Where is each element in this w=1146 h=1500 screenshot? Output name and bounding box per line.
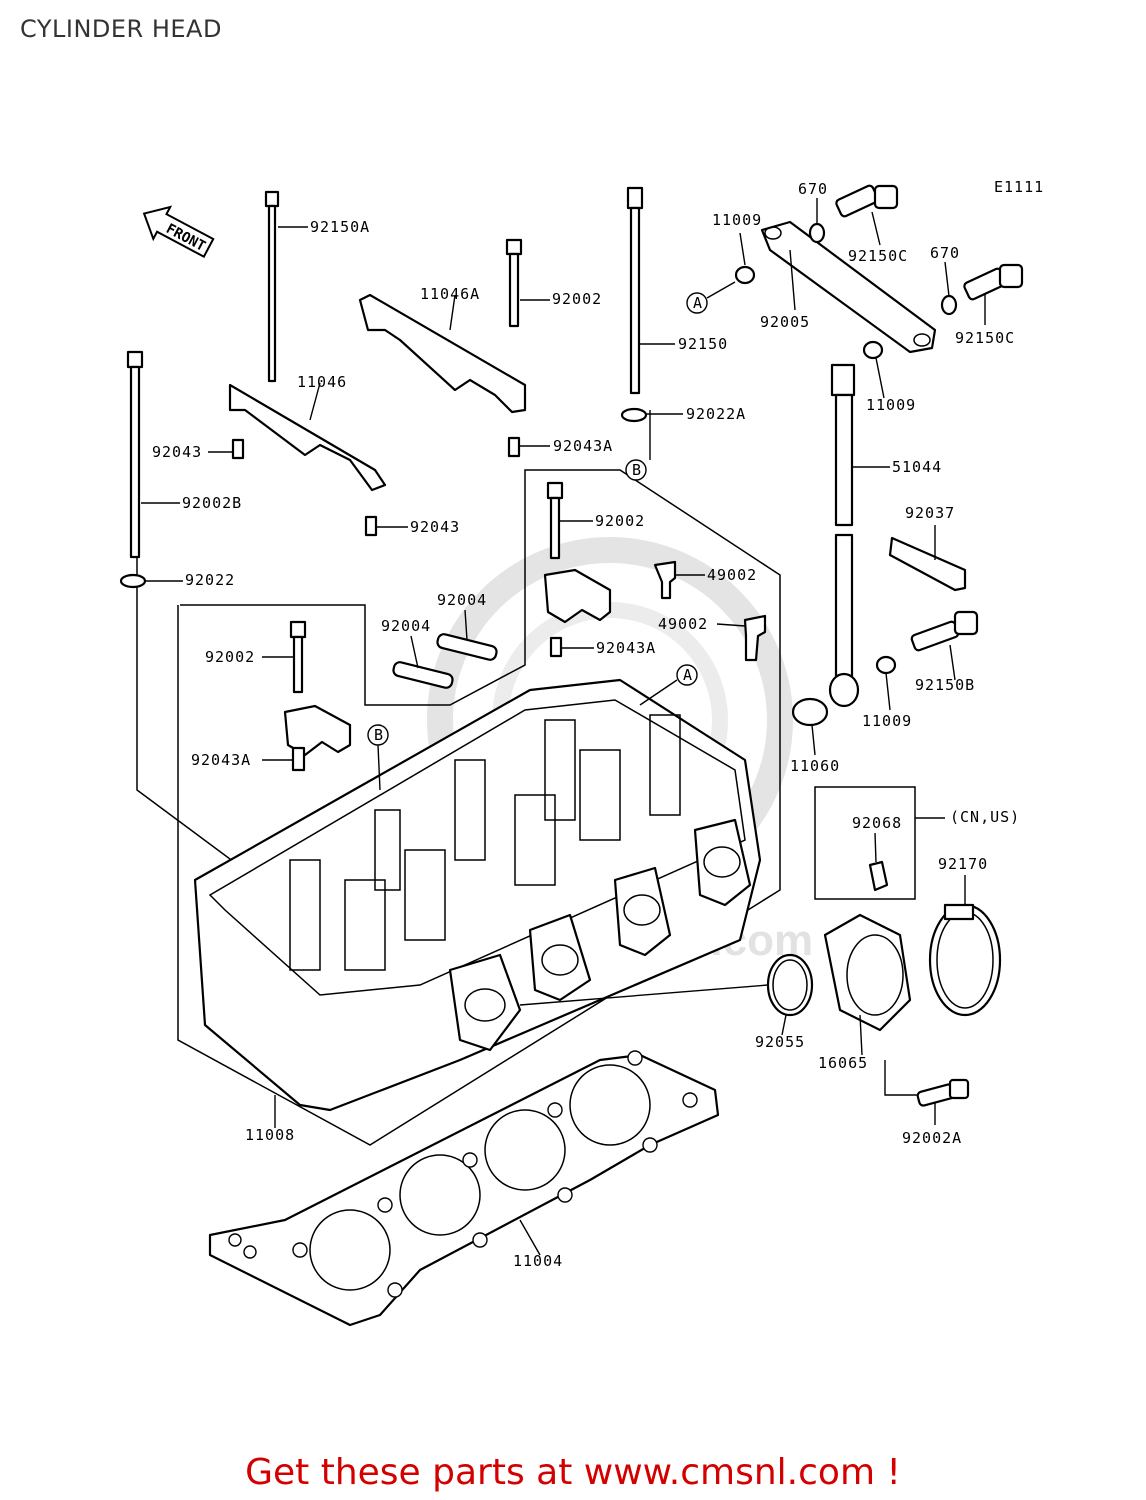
label-92150C-right: 92150C xyxy=(955,329,1015,347)
stud-92004-b xyxy=(392,661,454,689)
marker-a1: A xyxy=(686,292,708,314)
label-92055: 92055 xyxy=(755,1033,805,1051)
cylinder-head-11008 xyxy=(193,678,762,1112)
label-16065: 16065 xyxy=(818,1054,868,1072)
label-670-right: 670 xyxy=(930,244,960,262)
label-92150B: 92150B xyxy=(915,676,975,694)
stud-92004-a xyxy=(436,633,498,661)
label-49002-a: 49002 xyxy=(707,566,757,584)
svg-text:A: A xyxy=(693,294,703,312)
holder-16065 xyxy=(823,913,912,1032)
label-11009-mid: 11009 xyxy=(866,396,916,414)
label-92170: 92170 xyxy=(938,855,988,873)
clamp-92170 xyxy=(928,903,1002,1017)
label-92037: 92037 xyxy=(905,504,955,522)
marker-a2: A xyxy=(676,664,698,686)
label-670-top: 670 xyxy=(798,180,828,198)
exploded-parts-diagram: www.cmsnl.com FRONT xyxy=(119,178,1044,1327)
dowel-92043A-top xyxy=(507,436,521,458)
intake-ports xyxy=(448,818,752,1052)
label-92002A: 92002A xyxy=(902,1129,962,1147)
label-11009-top: 11009 xyxy=(712,211,762,229)
oring-92055 xyxy=(766,953,814,1017)
bolt-92002-top xyxy=(505,238,523,328)
svg-text:A: A xyxy=(683,666,693,684)
svg-text:B: B xyxy=(374,726,384,744)
dowel-92043-left xyxy=(231,438,245,460)
label-92150A: 92150A xyxy=(310,218,370,236)
bolt-92150 xyxy=(626,186,644,395)
ring-670-top xyxy=(808,222,826,244)
label-92005: 92005 xyxy=(760,313,810,331)
cylinder-head-group-outline xyxy=(177,469,781,1146)
marker-b2: B xyxy=(367,724,389,746)
washer-11009-top xyxy=(734,265,756,285)
label-11060: 11060 xyxy=(790,757,840,775)
banjo-plate-92005 xyxy=(760,220,937,354)
label-11046A: 11046A xyxy=(420,285,480,303)
bolt-92150C-top xyxy=(835,184,899,218)
label-92043A-center: 92043A xyxy=(596,639,656,657)
cam-cap-11046A xyxy=(358,293,527,414)
washer-11009-mid xyxy=(862,340,884,360)
bolt-92002-left xyxy=(289,620,307,694)
label-51044: 51044 xyxy=(892,458,942,476)
oil-pipe-51044 xyxy=(828,363,860,708)
marker-b1: B xyxy=(625,459,647,481)
label-92022A: 92022A xyxy=(686,405,746,423)
label-92043A-left: 92043A xyxy=(191,751,251,769)
diagram-code: E1111 xyxy=(994,178,1044,196)
cap-11060 xyxy=(791,697,829,727)
label-cn-us: (CN,US) xyxy=(950,808,1020,826)
label-11004: 11004 xyxy=(513,1252,563,1270)
label-92022: 92022 xyxy=(185,571,235,589)
head-gasket-11004 xyxy=(208,1050,720,1327)
plug-49002-a xyxy=(653,560,677,600)
footer-promo-link[interactable]: Get these parts at www.cmsnl.com ! xyxy=(245,1452,901,1493)
label-92150: 92150 xyxy=(678,335,728,353)
bolt-92150A xyxy=(264,190,280,383)
label-49002-b: 49002 xyxy=(658,615,708,633)
bolt-92002B xyxy=(126,350,144,559)
label-92002-center: 92002 xyxy=(595,512,645,530)
label-11009-low: 11009 xyxy=(862,712,912,730)
bolt-92150B xyxy=(910,610,979,652)
front-arrow-icon: FRONT xyxy=(142,205,215,259)
dowel-92043-mid xyxy=(364,515,378,537)
label-92004-b: 92004 xyxy=(381,617,431,635)
label-11008: 11008 xyxy=(245,1126,295,1144)
plug-49002-b xyxy=(743,614,767,662)
svg-text:B: B xyxy=(632,461,642,479)
label-11046: 11046 xyxy=(297,373,347,391)
label-92150C-top: 92150C xyxy=(848,247,908,265)
page-title: CYLINDER HEAD xyxy=(20,15,222,43)
label-92002-left: 92002 xyxy=(205,648,255,666)
cap-92068 xyxy=(868,860,889,892)
leader-lines xyxy=(141,198,986,1256)
ring-670-right xyxy=(940,294,958,316)
bolt-92150C-right xyxy=(963,263,1024,301)
washer-11009-low xyxy=(875,655,897,675)
label-92068: 92068 xyxy=(852,814,902,832)
cn-us-box xyxy=(814,786,916,900)
callout-labels: E1111 92150A 11046A 92002 11046 92043 92… xyxy=(152,178,1044,1270)
dowel-92043A-left xyxy=(291,746,306,772)
label-92043-mid: 92043 xyxy=(410,518,460,536)
washer-92022 xyxy=(119,573,147,589)
dowel-92043A-center xyxy=(549,636,563,658)
bolt-92002A xyxy=(916,1078,970,1107)
label-92043-left: 92043 xyxy=(152,443,202,461)
bolt-92002-center xyxy=(546,481,564,560)
label-92002B: 92002B xyxy=(182,494,242,512)
bracket-92037 xyxy=(888,536,967,592)
label-92043A-top: 92043A xyxy=(553,437,613,455)
label-92002-top: 92002 xyxy=(552,290,602,308)
cam-cap-11046 xyxy=(228,383,387,492)
cam-cap-center xyxy=(543,568,612,624)
washer-92022A xyxy=(620,407,648,423)
label-92004-a: 92004 xyxy=(437,591,487,609)
